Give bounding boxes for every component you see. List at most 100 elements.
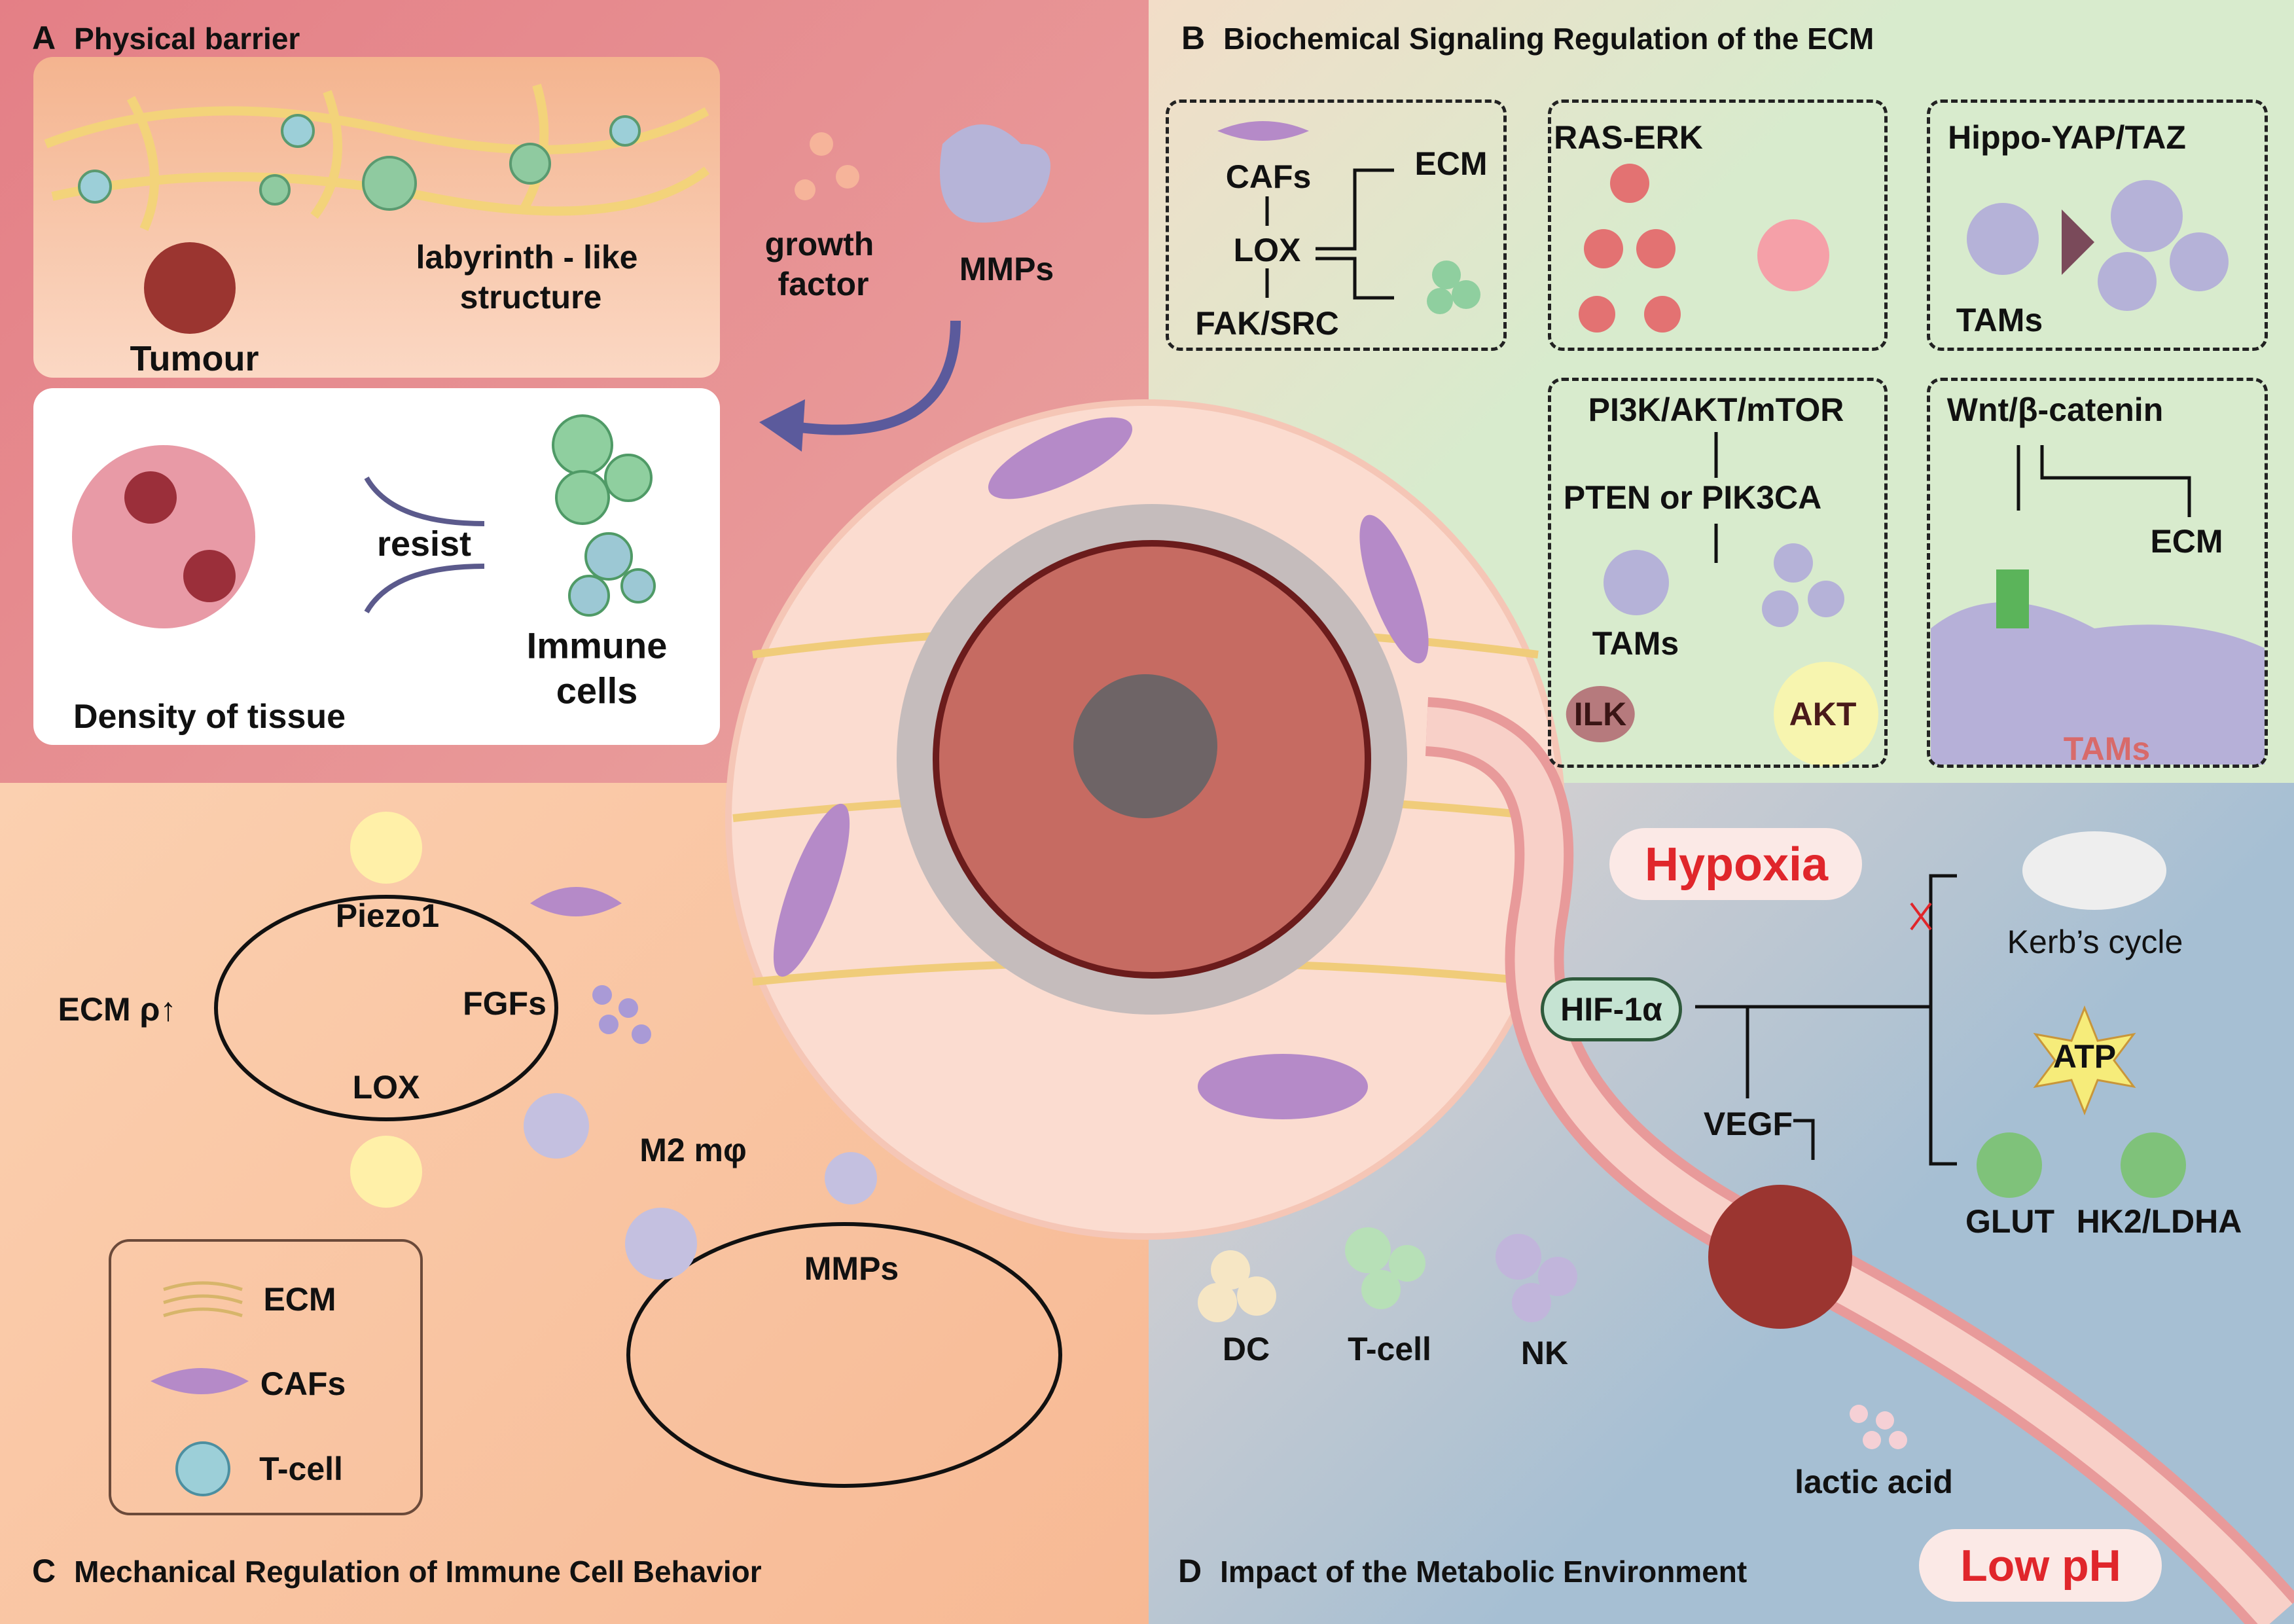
hippo-label: Hippo-YAP/TAZ (1948, 119, 2186, 156)
resist-arrow-up (364, 476, 485, 526)
growth-factor-label-2: factor (778, 266, 869, 302)
box4-tams-icon (1604, 543, 1844, 627)
legend-tcell-label: T-cell (259, 1451, 343, 1487)
growth-factor-label-1: growth (764, 226, 874, 262)
hypoxia-label: Hypoxia (1644, 839, 1829, 891)
piezo-glow-icon (350, 812, 422, 1208)
m2-macrophage-label: M2 mφ (639, 1132, 747, 1168)
mmps-label: MMPs (959, 251, 1054, 287)
lox-label: LOX (1233, 232, 1301, 268)
vegf-label: VEGF (1703, 1106, 1793, 1142)
ecm-label: ECM (2150, 523, 2223, 560)
resist-arrow-down (364, 564, 485, 614)
labyrinth-fibers (44, 83, 710, 231)
mmps-label: MMPs (804, 1250, 899, 1287)
low-ph-pill (1919, 1529, 2162, 1602)
mitochondria-icon (2022, 831, 2166, 910)
mmps-icon (940, 124, 1050, 223)
box1-cells-icon (1427, 261, 1480, 314)
kerbs-cycle-label: Kerb’s cycle (2007, 924, 2183, 960)
ilk-badge: ILK (1566, 686, 1635, 742)
panel-letter: D (1178, 1553, 1202, 1589)
ras-erk-label: RAS-ERK (1554, 119, 1703, 156)
box-pi3k (1548, 378, 1888, 768)
structure-label: structure (459, 279, 602, 316)
cells-label: cells (556, 670, 638, 712)
ras-erk-cells-icon (1579, 164, 1829, 333)
panel-letter: B (1181, 20, 1206, 56)
pi3k-label: PI3K/AKT/mTOR (1588, 391, 1844, 428)
box-ras-erk (1548, 99, 1888, 351)
fak-src-label: FAK/SRC (1195, 305, 1339, 342)
growth-factor-icon (795, 132, 859, 200)
dc-icon (1198, 1250, 1276, 1322)
cafs-label: CAFs (1225, 158, 1312, 195)
t-cell-icon (175, 1441, 230, 1496)
resist-label: resist (376, 524, 472, 564)
nk-label: NK (1520, 1335, 1569, 1371)
enzyme-icon (1977, 1132, 2186, 1198)
low-ph-label: Low pH (1960, 1541, 2121, 1591)
pten-label: PTEN or PIK3CA (1563, 479, 1822, 516)
caf-c-icon (530, 887, 622, 916)
tam-membrane-icon (1931, 602, 2265, 765)
panel-d-title: D Impact of the Metabolic Environment (1178, 1552, 1747, 1590)
immune-cells-cluster-icon (552, 414, 656, 617)
tams-label: TAMs (2063, 731, 2151, 767)
legend-cafs-label: CAFs (260, 1365, 346, 1402)
panel-c-title: C Mechanical Regulation of Immune Cell Be… (32, 1552, 762, 1590)
tcell-d-icon (1345, 1227, 1425, 1309)
dense-tissue-icon (72, 445, 255, 628)
legend-ecm-label: ECM (263, 1281, 336, 1318)
hypoxia-pill (1609, 828, 1862, 900)
panel-title-text: Impact of the Metabolic Environment (1220, 1555, 1747, 1589)
dc-label: DC (1222, 1331, 1270, 1367)
piezo1-label: Piezo1 (335, 897, 440, 934)
panel-letter: C (32, 1553, 56, 1589)
mechanical-cycle-top (214, 895, 558, 1121)
glut-label: GLUT (1965, 1203, 2055, 1240)
caf-cell-icon (151, 1368, 249, 1394)
vessel-tumour-icon (1708, 1185, 1852, 1329)
lox-label: LOX (352, 1069, 420, 1106)
density-label: Density of tissue (73, 698, 346, 736)
ecm-density-label: ECM ρ↑ (58, 991, 177, 1028)
receptor-icon (1996, 569, 2029, 628)
lactic-acid-icon (1850, 1405, 1907, 1449)
tcell-label: T-cell (1348, 1331, 1431, 1367)
tumour-label: Tumour (130, 339, 259, 378)
tams-label: TAMs (1956, 302, 2043, 338)
nk-icon (1496, 1234, 1577, 1322)
curved-arrow (784, 320, 961, 435)
panel-letter: A (32, 20, 56, 56)
caf-icon (1217, 121, 1309, 141)
akt-label: AKT (1789, 696, 1857, 732)
fgfs-label: FGFs (463, 985, 547, 1022)
legend-box (109, 1239, 423, 1515)
hif-pill (1541, 977, 1682, 1041)
atp-label: ATP (2052, 1038, 2117, 1075)
panel-b-title: B Biochemical Signaling Regulation of the… (1181, 19, 1874, 57)
mechanical-cycle-bottom (626, 1222, 1062, 1488)
hk2-ldha-label: HK2/LDHA (2076, 1203, 2242, 1240)
panel-title-text: Mechanical Regulation of Immune Cell Beh… (74, 1555, 762, 1589)
blocked-x-icon (1910, 902, 1932, 931)
macrophage-icon (524, 1093, 877, 1280)
tam-cells-icon (1967, 180, 2229, 311)
ecm-label: ECM (1414, 145, 1488, 182)
caf-cells-icon (773, 417, 1429, 1119)
arrow-right-icon (2062, 209, 2094, 275)
immune-cell-icons (78, 114, 641, 211)
wnt-label: Wnt/β-catenin (1946, 391, 2164, 428)
nucleus-icon (1073, 674, 1217, 818)
immune-label: Immune (526, 624, 668, 666)
box-cafs-lox (1166, 99, 1507, 351)
hif-label: HIF-1α (1560, 991, 1662, 1028)
labyrinth-label: labyrinth - like (416, 239, 638, 276)
panel-title-text: Biochemical Signaling Regulation of the … (1223, 22, 1874, 56)
fgf-particles-icon (592, 985, 651, 1044)
tams-label: TAMs (1592, 625, 1679, 662)
lactic-acid-label: lactic acid (1795, 1464, 1953, 1500)
